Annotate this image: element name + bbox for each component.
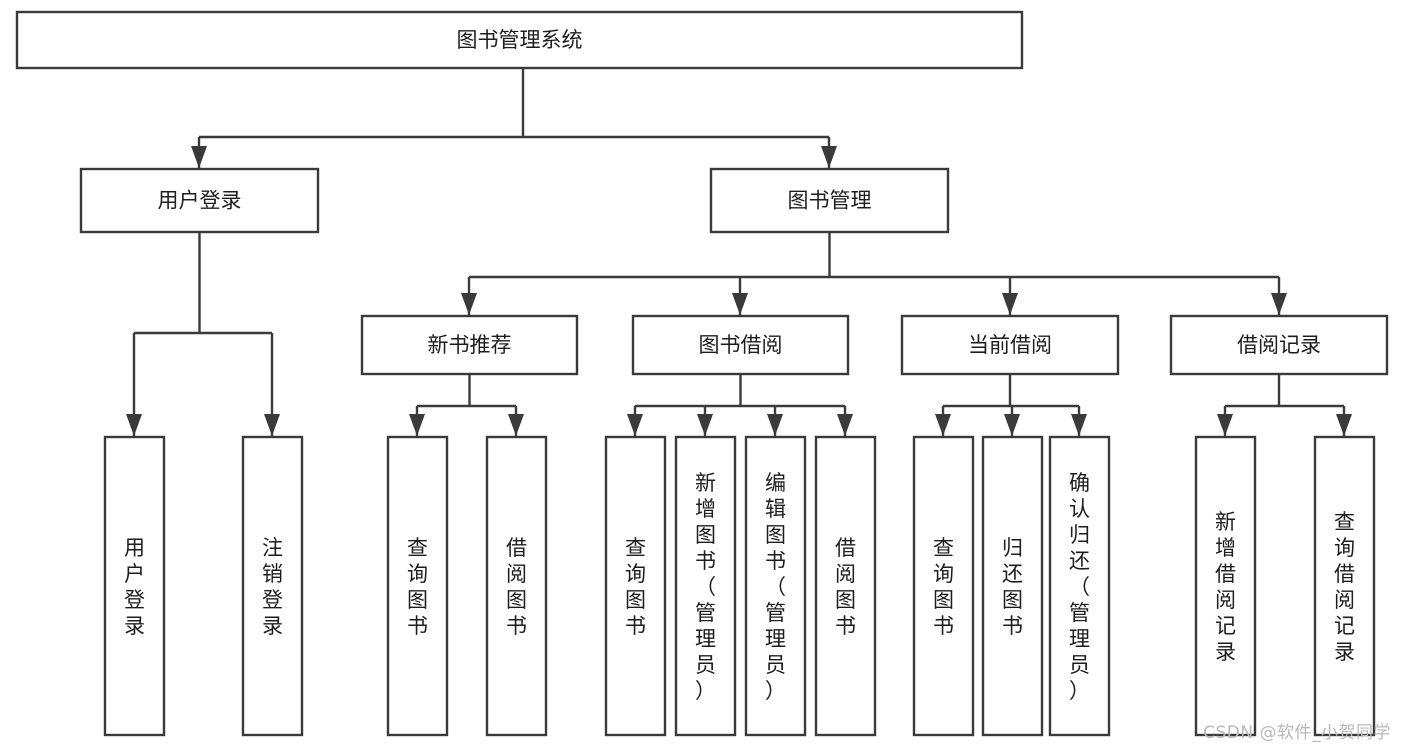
watermark-text: CSDN @软件_小贺同学 xyxy=(1203,723,1391,743)
node-label: 借阅图书 xyxy=(835,536,856,638)
node-rect xyxy=(900,314,1120,376)
node-rect xyxy=(631,314,850,376)
node-label: 用户登录 xyxy=(158,189,242,213)
node-label: 图书管理 xyxy=(788,189,872,213)
node-leaf-borrow-query[interactable]: 查询图书 xyxy=(604,435,667,737)
node-label: 编辑图书（管理员） xyxy=(765,471,786,703)
node-rect xyxy=(1194,435,1257,737)
node-rect xyxy=(485,435,548,737)
node-label: 查询图书 xyxy=(407,536,428,638)
arrow-head xyxy=(627,414,643,436)
arrow-head xyxy=(508,414,524,436)
arrow-head xyxy=(732,293,748,315)
node-label: 借阅图书 xyxy=(506,536,527,638)
node-label: 图书借阅 xyxy=(699,333,783,357)
node-leaf-rec-search[interactable]: 查询借阅记录 xyxy=(1313,435,1376,737)
node-leaf-user-login[interactable]: 用户登录 xyxy=(103,435,166,737)
node-leaf-borrow-add[interactable]: 新增图书（管理员） xyxy=(674,435,737,737)
node-rect xyxy=(1048,435,1111,737)
node-boxes: 图书管理系统用户登录图书管理新书推荐图书借阅当前借阅借阅记录用户登录注销登录查询… xyxy=(15,10,1389,737)
arrow-head xyxy=(697,414,713,436)
node-rect xyxy=(1169,314,1389,376)
arrow-head xyxy=(1336,414,1352,436)
node-leaf-cur-confirm[interactable]: 确认归还（管理员） xyxy=(1048,435,1111,737)
node-label: 注销登录 xyxy=(262,536,283,638)
node-rect xyxy=(103,435,166,737)
arrow-head xyxy=(1004,414,1020,436)
arrow-head xyxy=(461,293,477,315)
arrow-head xyxy=(821,146,837,168)
arrow-head xyxy=(126,414,142,436)
node-rect xyxy=(912,435,975,737)
node-label: 确认归还（管理员） xyxy=(1069,471,1090,703)
node-rect xyxy=(386,435,449,737)
node-leaf-cur-return[interactable]: 归还图书 xyxy=(981,435,1044,737)
node-label: 图书管理系统 xyxy=(457,28,583,52)
node-leaf-borrow-edit[interactable]: 编辑图书（管理员） xyxy=(744,435,807,737)
node-leaf-borrow-lend[interactable]: 借阅图书 xyxy=(814,435,877,737)
arrow-head xyxy=(1217,414,1233,436)
node-rect xyxy=(360,314,579,376)
node-label: 当前借阅 xyxy=(968,333,1052,357)
node-book-borrow[interactable]: 图书借阅 xyxy=(631,314,850,376)
node-new-book-rec[interactable]: 新书推荐 xyxy=(360,314,579,376)
node-label: 查询图书 xyxy=(933,536,954,638)
node-rect xyxy=(814,435,877,737)
node-label: 归还图书 xyxy=(1002,536,1023,638)
arrow-head xyxy=(191,146,207,168)
node-leaf-rec-query[interactable]: 查询图书 xyxy=(386,435,449,737)
arrow-head xyxy=(935,414,951,436)
node-rect xyxy=(241,435,304,737)
arrow-head xyxy=(767,414,783,436)
node-label: 新增图书（管理员） xyxy=(695,471,716,703)
node-user-login[interactable]: 用户登录 xyxy=(79,167,320,234)
node-label: 用户登录 xyxy=(124,536,145,638)
node-rect xyxy=(981,435,1044,737)
node-rect xyxy=(1313,435,1376,737)
node-label: 新书推荐 xyxy=(428,333,512,357)
node-current-borrow[interactable]: 当前借阅 xyxy=(900,314,1120,376)
arrow-head xyxy=(1071,414,1087,436)
node-label: 查询借阅记录 xyxy=(1334,510,1355,664)
node-book-manage[interactable]: 图书管理 xyxy=(709,167,950,234)
arrow-head xyxy=(1271,293,1287,315)
node-leaf-rec-add[interactable]: 新增借阅记录 xyxy=(1194,435,1257,737)
node-rect xyxy=(674,435,737,737)
node-label: 借阅记录 xyxy=(1237,333,1321,357)
node-rect xyxy=(79,167,320,234)
node-rect xyxy=(744,435,807,737)
node-rect xyxy=(709,167,950,234)
node-root-system[interactable]: 图书管理系统 xyxy=(15,10,1024,70)
node-leaf-cur-query[interactable]: 查询图书 xyxy=(912,435,975,737)
arrow-head xyxy=(409,414,425,436)
arrow-head xyxy=(837,414,853,436)
node-leaf-user-logout[interactable]: 注销登录 xyxy=(241,435,304,737)
node-label: 新增借阅记录 xyxy=(1215,510,1236,664)
node-borrow-record[interactable]: 借阅记录 xyxy=(1169,314,1389,376)
node-rect xyxy=(604,435,667,737)
arrow-head xyxy=(264,414,280,436)
connector-lines xyxy=(126,68,1352,436)
node-leaf-rec-borrow[interactable]: 借阅图书 xyxy=(485,435,548,737)
arrow-head xyxy=(1002,293,1018,315)
node-label: 查询图书 xyxy=(625,536,646,638)
node-rect xyxy=(15,10,1024,70)
